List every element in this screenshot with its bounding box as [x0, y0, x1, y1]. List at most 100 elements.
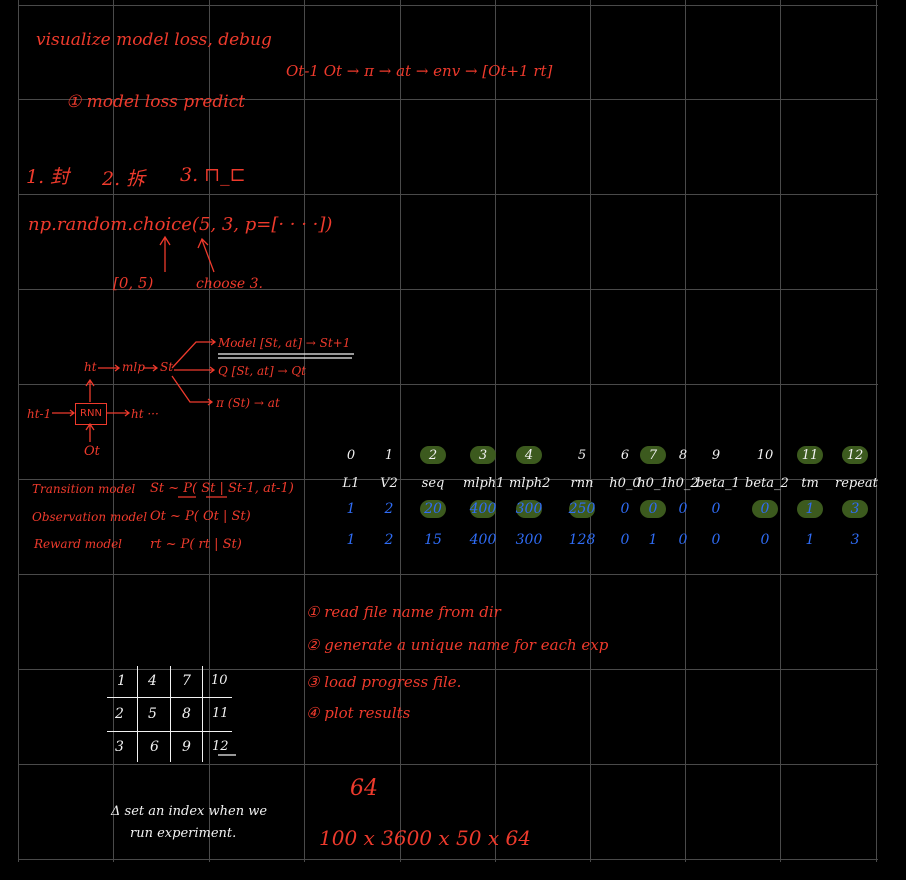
- param-index: 4: [524, 448, 534, 463]
- param-row2-cell: 15: [424, 532, 442, 548]
- param-row2-cell: 3: [850, 532, 860, 548]
- todo-item-1: ① read file name from dir: [306, 603, 501, 621]
- grid-line: [400, 0, 401, 862]
- arrow-up: [197, 237, 215, 273]
- index-highlight: [420, 446, 446, 464]
- grid-number: 5: [148, 706, 157, 722]
- grid-line: [18, 479, 878, 480]
- index-note-line1: Δ set an index when we: [111, 804, 268, 819]
- param-header: V2: [380, 476, 398, 491]
- param-row2-cell: 300: [515, 532, 543, 548]
- param-row2-cell: 1: [805, 532, 815, 548]
- note-flow: Ot-1 Ot → π → at → env → [Ot+1 rt]: [286, 62, 553, 80]
- value-highlight: [569, 500, 595, 518]
- param-row1-cell: 2: [384, 501, 394, 517]
- value-highlight: [842, 500, 868, 518]
- param-index: 7: [648, 448, 658, 463]
- param-index: 1: [384, 448, 394, 463]
- todo-item-2: ② generate a unique name for each exp: [306, 636, 609, 654]
- ht-next-label: ht ···: [131, 407, 159, 421]
- step-2: 2. 拆: [102, 168, 146, 190]
- index-highlight: [640, 446, 666, 464]
- param-row2-cell: 1: [346, 532, 356, 548]
- param-index: 8: [678, 448, 688, 463]
- index-highlight: [797, 446, 823, 464]
- transition-model-formula: St ~ P( St | St-1, at-1): [150, 481, 294, 496]
- grid-line: [18, 289, 878, 290]
- arrow-branch: [171, 338, 217, 369]
- param-header: L1: [342, 476, 360, 491]
- grid-line: [18, 384, 878, 385]
- np-choice: np.random.choice(5, 3, p=[· · · ·]): [28, 214, 333, 235]
- grid-line: [304, 0, 305, 862]
- note-model-loss: ① model loss predict: [66, 92, 246, 112]
- grid-table-line: [137, 666, 138, 762]
- ht1-label: ht-1: [27, 407, 52, 421]
- grid-number: 8: [182, 706, 191, 722]
- grid-table-line: [107, 731, 232, 732]
- param-row1-cell: 400: [469, 501, 497, 517]
- grid-table-line: [107, 697, 232, 698]
- param-index: 12: [846, 448, 864, 463]
- mlp-label: mlp: [122, 360, 145, 374]
- param-header: h0_2: [667, 476, 699, 491]
- param-header: rnn: [570, 476, 594, 491]
- param-index: 2: [428, 448, 438, 463]
- grid-number: 4: [148, 673, 157, 689]
- grid-number: 3: [115, 739, 124, 755]
- param-row2-cell: 0: [711, 532, 721, 548]
- param-header: repeat: [835, 476, 878, 491]
- param-row2-cell: 0: [760, 532, 770, 548]
- param-header: seq: [421, 476, 445, 491]
- param-index: 11: [801, 448, 819, 463]
- index-highlight: [470, 446, 496, 464]
- step-3: 3. ⊓_⊏: [180, 164, 246, 186]
- param-row2-cell: 0: [678, 532, 688, 548]
- value-highlight: [640, 500, 666, 518]
- arrow-up: [85, 378, 95, 402]
- param-row1-cell: 1: [346, 501, 356, 517]
- param-index: 10: [756, 448, 774, 463]
- grid-line: [876, 0, 877, 862]
- grid-number: 6: [150, 739, 159, 755]
- value-highlight: [797, 500, 823, 518]
- grid-line: [209, 0, 210, 862]
- calc-expr: 100 x 3600 x 50 x 64: [319, 826, 531, 850]
- grid-line: [113, 0, 114, 862]
- grid-table-line: [170, 666, 171, 762]
- grid-number: 2: [115, 706, 124, 722]
- grid-line: [18, 5, 878, 6]
- param-index: 6: [620, 448, 630, 463]
- grid-number: 9: [182, 739, 191, 755]
- param-row2-cell: 128: [568, 532, 596, 548]
- arrow-right: [52, 409, 76, 417]
- arrow-branch: [174, 366, 216, 374]
- param-row1-cell: 3: [850, 501, 860, 517]
- ht-label: ht: [84, 360, 97, 374]
- grid-line: [18, 0, 19, 862]
- param-header: beta_2: [745, 476, 789, 491]
- grid-number: 11: [212, 706, 229, 721]
- step-1: 1. 封: [26, 166, 70, 188]
- param-row1-cell: 0: [678, 501, 688, 517]
- range-label: [0, 5): [113, 274, 154, 292]
- grid-line: [18, 194, 878, 195]
- param-row2-cell: 2: [384, 532, 394, 548]
- param-header: h0_1: [637, 476, 669, 491]
- grid-line: [590, 0, 591, 862]
- todo-item-3: ③ load progress file.: [306, 673, 462, 691]
- model-line: Model [St, at] → St+1: [218, 336, 351, 350]
- param-header: tm: [801, 476, 819, 491]
- param-header: mlph2: [509, 476, 551, 491]
- calc-64: 64: [350, 776, 378, 801]
- grid-table-line: [202, 666, 203, 762]
- param-row2-cell: 1: [648, 532, 658, 548]
- pi-line: π (St) → at: [216, 396, 280, 410]
- param-header: beta_1: [696, 476, 740, 491]
- choose-label: choose 3.: [196, 276, 263, 292]
- grid-number: 12: [212, 739, 229, 754]
- index-highlight: [516, 446, 542, 464]
- param-index: 3: [478, 448, 488, 463]
